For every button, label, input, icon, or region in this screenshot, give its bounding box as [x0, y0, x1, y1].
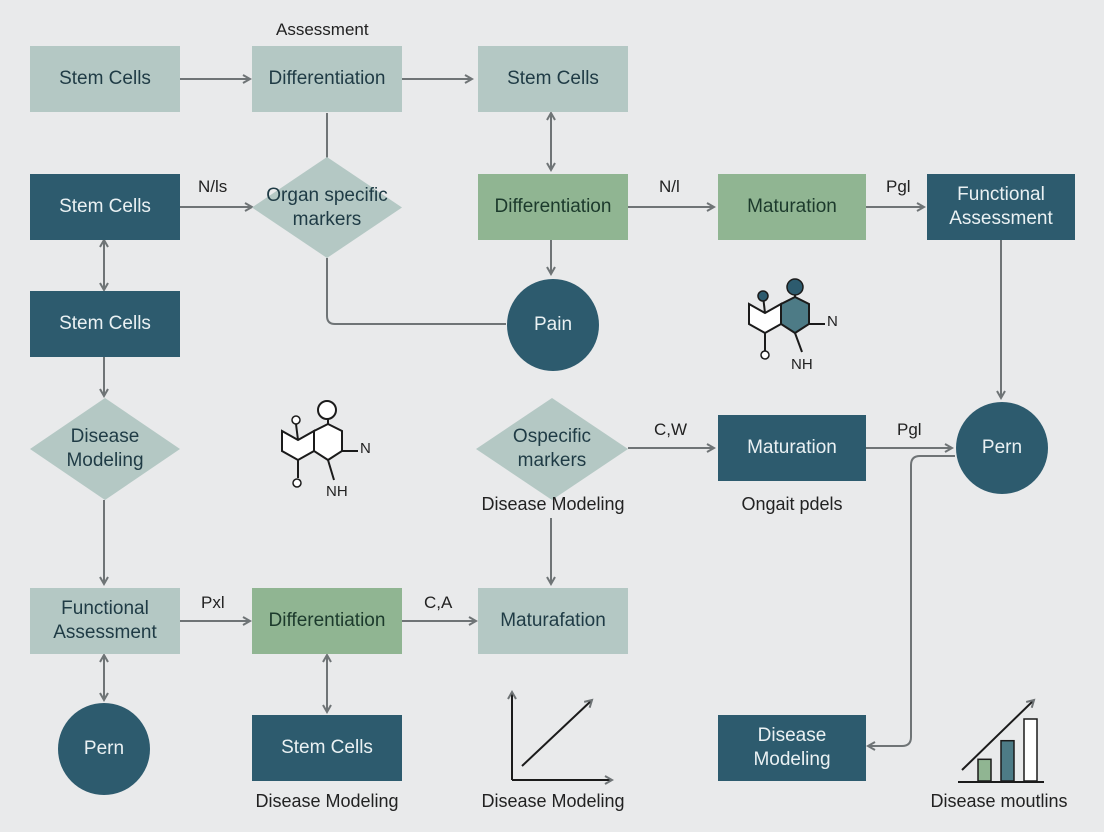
bar-icon-bar: [1000, 739, 1015, 782]
stem-cells-box[interactable]: Stem Cells: [252, 715, 402, 781]
atom-dot: [291, 415, 301, 425]
pain-circle[interactable]: Pain: [507, 279, 599, 371]
atom-dot: [760, 350, 770, 360]
diamond-label: Organ specific markers: [266, 184, 388, 230]
disease-modeling-diamond[interactable]: Disease Modeling: [30, 398, 180, 500]
pern-circle[interactable]: Pern: [58, 703, 150, 795]
caption-text: Disease Modeling: [481, 494, 625, 514]
edge-pern-to-disease-modeling: [868, 455, 955, 746]
stem-cells-box[interactable]: Stem Cells: [30, 291, 180, 357]
stem-cells-box[interactable]: Stem Cells: [30, 46, 180, 112]
functional-assessment-box[interactable]: Functional Assessment: [30, 588, 180, 654]
atom-dot: [317, 400, 337, 420]
atom-dot: [786, 278, 804, 296]
molecule-icon-upper: [748, 287, 825, 353]
molecule-nh-label: NH: [326, 483, 348, 500]
bar-chart-icon: [958, 700, 1044, 783]
assessment-heading: Assessment: [276, 20, 369, 39]
maturation-box[interactable]: Maturation: [718, 415, 866, 481]
molecule-n-label: N: [360, 440, 371, 457]
line-chart-icon: [512, 692, 612, 780]
caption-text: Disease moutlins: [930, 791, 1068, 811]
molecule-n-label: N: [827, 313, 838, 330]
edge-label: Pxl: [201, 593, 225, 612]
diamond-label: Disease Modeling: [66, 426, 144, 471]
edge-label: C,W: [654, 420, 688, 439]
edge-organ-to-pain: [326, 258, 506, 325]
bar-icon-bar: [977, 758, 992, 782]
disease-modeling-box[interactable]: Disease Modeling: [718, 715, 866, 781]
functional-assessment-box[interactable]: Functional Assessment: [927, 174, 1075, 240]
differentiation-box[interactable]: Differentiation: [478, 174, 628, 240]
edge-label: N/l: [659, 177, 680, 196]
stem-cells-box[interactable]: Stem Cells: [478, 46, 628, 112]
differentiation-box[interactable]: Differentiation: [252, 588, 402, 654]
molecule-icon-lower: [281, 418, 358, 481]
edge-label: N/ls: [198, 177, 228, 196]
organ-specific-markers-diamond[interactable]: Organ specific markers: [252, 157, 402, 258]
maturation-box[interactable]: Maturation: [718, 174, 866, 240]
edge-label: Pgl: [886, 177, 911, 196]
diamond-label: Ospecific markers: [512, 426, 592, 471]
caption-text: Disease Modeling: [255, 791, 399, 811]
atom-dot: [757, 290, 769, 302]
atom-dot: [292, 478, 302, 488]
ospecific-markers-diamond[interactable]: Ospecific markers: [476, 398, 628, 500]
edge-label: Pgl: [897, 420, 922, 439]
stem-cells-box[interactable]: Stem Cells: [30, 174, 180, 240]
pern-circle[interactable]: Pern: [956, 402, 1048, 494]
differentiation-box[interactable]: Differentiation: [252, 46, 402, 112]
caption-text: Ongait pdels: [741, 494, 843, 514]
molecule-nh-label: NH: [791, 356, 813, 373]
bar-icon-bar: [1023, 718, 1038, 782]
maturafation-box[interactable]: Maturafation: [478, 588, 628, 654]
edge-label: C,A: [424, 593, 453, 612]
caption-text: Disease Modeling: [481, 791, 625, 811]
